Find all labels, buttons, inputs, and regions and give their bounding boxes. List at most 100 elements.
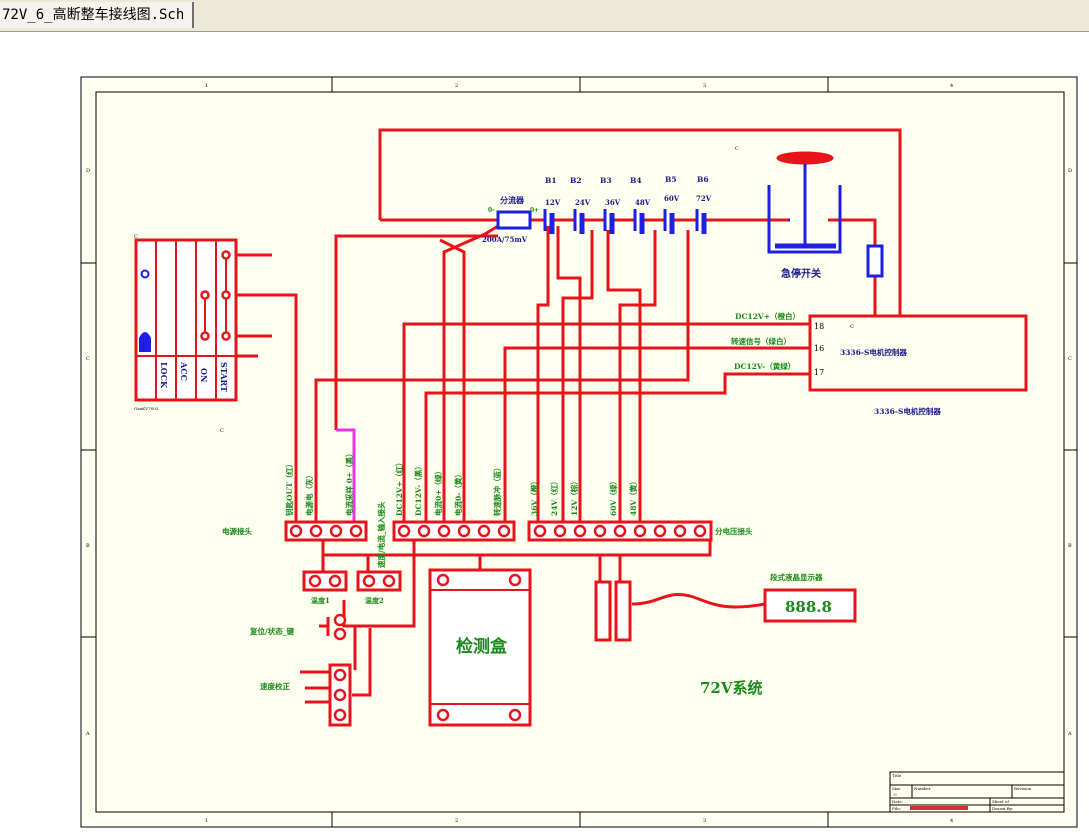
battery-b5-name: B5 <box>665 175 677 184</box>
col-marker-4-bottom: 4 <box>950 818 953 824</box>
key-position-start: START <box>219 362 229 392</box>
title-block: Title Size C Number Revision Date: File:… <box>889 771 1065 813</box>
sensor-pin-current-neg: 电流0-（黄） <box>453 470 463 516</box>
col-marker-3: 3 <box>703 83 706 89</box>
battery-b2-name: B2 <box>570 176 582 185</box>
shunt-neg: 0- <box>488 207 495 214</box>
power-pin-key-out: 钥匙OUT（红） <box>284 460 294 516</box>
controller-pin-18: 18 <box>814 322 824 331</box>
speed-calibration-label: 速度校正 <box>260 681 290 691</box>
voltage-pin-12v: 12V（棕） <box>569 477 579 516</box>
battery-b4-name: B4 <box>630 176 642 185</box>
temp-sensor-1: 温度1 <box>302 570 348 605</box>
battery-b6-name: B6 <box>697 175 709 184</box>
key-corner-mark: C <box>134 234 138 240</box>
sensor-pin-current-pos: 电流0+（绿） <box>433 467 443 516</box>
row-marker-c-right: C <box>1068 356 1072 362</box>
key-lock-indicator-icon <box>140 269 150 279</box>
shunt-pos: 0+ <box>530 207 539 214</box>
voltage-pin-60v: 60V（绿） <box>608 477 618 516</box>
col-marker-1: 1 <box>205 83 208 89</box>
fuse-icon <box>866 244 884 278</box>
document-tab[interactable]: 72V_6_高断整车接线图.Sch <box>0 2 195 28</box>
battery-b6: B6 72V <box>695 175 712 234</box>
temp-sensor-2-label: 温度2 <box>365 596 384 605</box>
title-block-size: Size <box>892 786 901 791</box>
battery-b1-name: B1 <box>545 176 557 185</box>
power-connector-label: 电源接头 <box>222 526 252 536</box>
row-marker-a-right: A <box>1067 731 1072 737</box>
battery-b5-voltage: 60V <box>664 194 680 203</box>
lcd-display: 888.8 段式液晶显示器 <box>763 572 857 623</box>
row-marker-a: A <box>85 731 90 737</box>
key-position-acc: ACC <box>179 361 189 381</box>
battery-b3: B3 36V <box>600 176 621 234</box>
wiring <box>216 128 902 704</box>
sensor-connector: 速度/电流_输入接头 DC12V+（红） DC12V-（黑） 电流0+（绿） 电… <box>376 458 516 568</box>
title-block-file: File: <box>892 806 901 811</box>
battery-pack: B1 12V B2 24V B3 36V B4 48V B5 60V B6 72… <box>543 175 712 234</box>
battery-b2: B2 24V <box>570 176 591 234</box>
key-position-on: ON <box>199 368 209 382</box>
detector-box: 检测盒 <box>428 568 532 727</box>
controller-corner-mark: C <box>850 324 854 330</box>
shunt-body <box>496 210 532 230</box>
power-connector: 电源接头 钥匙OUT（红） 电源电（灰） 电流采样 0+（黑） <box>222 449 368 542</box>
battery-b2-voltage: 24V <box>575 198 591 207</box>
battery-b5: B5 60V <box>663 175 680 234</box>
battery-b1: B1 12V <box>543 176 561 234</box>
lcd-value: 888.8 <box>785 598 832 616</box>
row-marker-d-right: D <box>1068 168 1072 174</box>
battery-b3-name: B3 <box>600 176 612 185</box>
sensor-pin-speed-pulse: 转速脉冲（蓝） <box>492 464 502 517</box>
controller-pin-16: 16 <box>814 344 824 353</box>
sheet-mark-c: C <box>735 146 739 152</box>
voltage-pin-36v: 36V（橙） <box>529 477 539 516</box>
voltage-pin-48v: 48V（黄） <box>628 477 638 516</box>
key-switch: LOCK ACC ON START GanKV7S03 C <box>134 234 238 411</box>
battery-b3-voltage: 36V <box>605 198 621 207</box>
temp-sensor-1-label: 温度1 <box>311 596 330 605</box>
controller-wire-16: 转速信号（绿白） <box>731 336 791 346</box>
controller-wire-17: DC12V-（黄绿） <box>734 361 795 371</box>
emergency-stop-head <box>776 151 834 165</box>
col-marker-4: 4 <box>950 83 953 89</box>
title-block-date: Date: <box>892 799 903 804</box>
lcd-label: 段式液晶显示器 <box>770 572 823 582</box>
controller-below-label: 3336-S电机控制器 <box>874 406 941 416</box>
power-pin-supply: 电源电（灰） <box>304 471 314 516</box>
battery-b6-voltage: 72V <box>696 194 712 203</box>
title-block-sheet: Sheet of <box>992 799 1009 804</box>
title-block-size-value: C <box>894 792 897 797</box>
row-marker-b-right: B <box>1068 543 1072 549</box>
controller-pin-17: 17 <box>814 368 824 377</box>
sensor-pin-12v-neg: DC12V-（黑） <box>413 462 423 516</box>
shunt-label: 分流器 <box>500 195 525 205</box>
sheet-mark-c2: C <box>220 428 224 434</box>
battery-b4-voltage: 48V <box>635 198 651 207</box>
sensor-pin-12v-pos: DC12V+（红） <box>394 458 404 516</box>
title-block-filename-scribble <box>910 806 968 810</box>
magenta-wire <box>336 428 356 523</box>
col-marker-2-bottom: 2 <box>455 818 458 824</box>
detector-box-label: 检测盒 <box>456 636 508 657</box>
key-part-number: GanKV7S03 <box>134 406 159 411</box>
title-block-revision: Revision <box>1014 786 1032 791</box>
battery-b1-voltage: 12V <box>545 198 561 207</box>
title-block-number: Number <box>914 786 931 791</box>
reset-button: 复位/状态_键 <box>249 613 347 641</box>
row-marker-d: D <box>86 168 90 174</box>
system-label: 72V系统 <box>700 679 763 697</box>
voltage-connector-label: 分电压接头 <box>715 526 753 536</box>
document-tab-bar: 72V_6_高断整车接线图.Sch <box>0 0 1089 32</box>
reset-button-label: 复位/状态_键 <box>249 626 294 636</box>
emergency-stop-switch: 急停开关 <box>767 151 842 280</box>
col-marker-3-bottom: 3 <box>703 818 706 824</box>
title-block-title: Title <box>892 773 902 778</box>
speed-calibration-connector: 速度校正 <box>260 663 352 727</box>
voltage-connector: 分电压接头 36V（橙） 24V（红） 12V（棕） 60V（绿） 48V（黄） <box>527 477 753 542</box>
battery-b4: B4 48V <box>630 176 651 234</box>
col-marker-1-bottom: 1 <box>205 818 208 824</box>
zone-labels: 1 2 3 4 1 2 3 4 D C B A D C B A <box>85 83 1072 824</box>
key-position-lock: LOCK <box>159 362 169 389</box>
